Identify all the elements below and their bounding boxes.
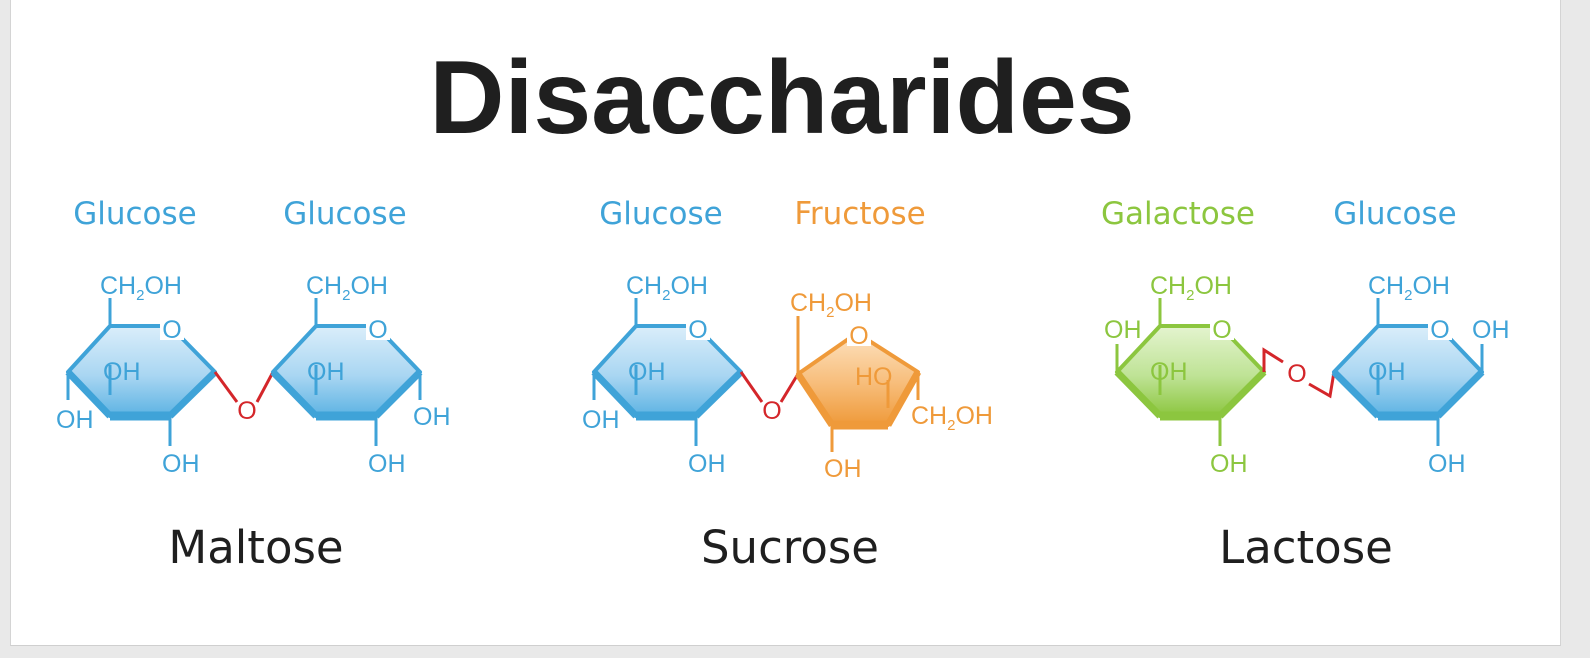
- maltose-name: Maltose: [168, 521, 343, 574]
- maltose-ring1-oh-c3: OH: [103, 358, 141, 386]
- sucrose-fructose-ch2oh-top: CH2OH: [790, 289, 872, 321]
- sucrose-sugar2-label: Fructose: [794, 196, 925, 232]
- sucrose-glucose-ch2oh: CH2OH: [626, 272, 708, 304]
- figure-card: [10, 0, 1561, 646]
- lactose-galactose-oh-c4: OH: [1104, 316, 1142, 344]
- sucrose-fructose-ch2oh-right: CH2OH: [911, 402, 993, 434]
- maltose-ring2-oxygen: O: [368, 316, 387, 344]
- sucrose-fructose-oxygen: O: [849, 322, 868, 350]
- maltose-glucose-ring-1: O CH2OH OH OH OH: [56, 272, 218, 478]
- lactose-galactose-oxygen: O: [1212, 316, 1231, 344]
- maltose-ring2-oh-c3: OH: [307, 358, 345, 386]
- lactose-galactose-oh-c3: OH: [1150, 358, 1188, 386]
- maltose-sugar1-label: Glucose: [73, 196, 197, 232]
- lactose-glucose-oh-c3: OH: [1368, 358, 1406, 386]
- sucrose-fructose-ho: HO: [855, 363, 893, 391]
- page-title: Disaccharides: [429, 40, 1134, 156]
- sucrose-glucose-oh-c4: OH: [582, 406, 620, 434]
- lactose-glucose-oxygen: O: [1430, 316, 1449, 344]
- sucrose-glucose-ring: O CH2OH OH OH OH: [582, 272, 744, 478]
- sucrose-fructose-ring: O CH2OH HO CH2OH OH: [790, 289, 993, 483]
- maltose-ring2-oh-c2: OH: [368, 450, 406, 478]
- maltose-sugar2-label: Glucose: [283, 196, 407, 232]
- maltose-ring1-oh-c2: OH: [162, 450, 200, 478]
- sucrose-glucose-oxygen: O: [688, 316, 707, 344]
- lactose-group: Galactose Glucose O CH2OH OH OH OH O: [1101, 196, 1510, 574]
- lactose-bond-oxygen: O: [1287, 360, 1306, 388]
- maltose-group: Glucose Glucose O CH2OH OH OH OH O: [56, 196, 451, 574]
- sucrose-glucose-oh-c2: OH: [688, 450, 726, 478]
- maltose-ring1-ch2oh: CH2OH: [100, 272, 182, 304]
- sucrose-fructose-oh: OH: [824, 455, 862, 483]
- lactose-glucose-oh-c2: OH: [1428, 450, 1466, 478]
- lactose-galactose-ring: O CH2OH OH OH OH: [1104, 272, 1267, 478]
- lactose-glucose-ch2oh: CH2OH: [1368, 272, 1450, 304]
- maltose-bond-oxygen: O: [237, 397, 256, 425]
- maltose-ring2-oh-c1: OH: [413, 403, 451, 431]
- maltose-ring1-oh-c4: OH: [56, 406, 94, 434]
- maltose-ring1-oxygen: O: [162, 316, 181, 344]
- sucrose-bond-oxygen: O: [762, 397, 781, 425]
- lactose-name: Lactose: [1219, 521, 1393, 574]
- sucrose-name: Sucrose: [701, 521, 879, 574]
- maltose-glucose-ring-2: O CH2OH OH OH OH: [270, 272, 451, 478]
- lactose-galactose-oh-c2: OH: [1210, 450, 1248, 478]
- lactose-sugar1-label: Galactose: [1101, 196, 1255, 232]
- lactose-sugar2-label: Glucose: [1333, 196, 1457, 232]
- lactose-glucose-oh-c1: OH: [1472, 316, 1510, 344]
- sucrose-sugar1-label: Glucose: [599, 196, 723, 232]
- maltose-ring2-ch2oh: CH2OH: [306, 272, 388, 304]
- sucrose-group: Glucose Fructose O CH2OH OH OH OH O: [582, 196, 993, 574]
- lactose-galactose-ch2oh: CH2OH: [1150, 272, 1232, 304]
- lactose-glucose-ring: O CH2OH OH OH OH: [1331, 272, 1510, 478]
- sucrose-glucose-oh-c3: OH: [628, 358, 666, 386]
